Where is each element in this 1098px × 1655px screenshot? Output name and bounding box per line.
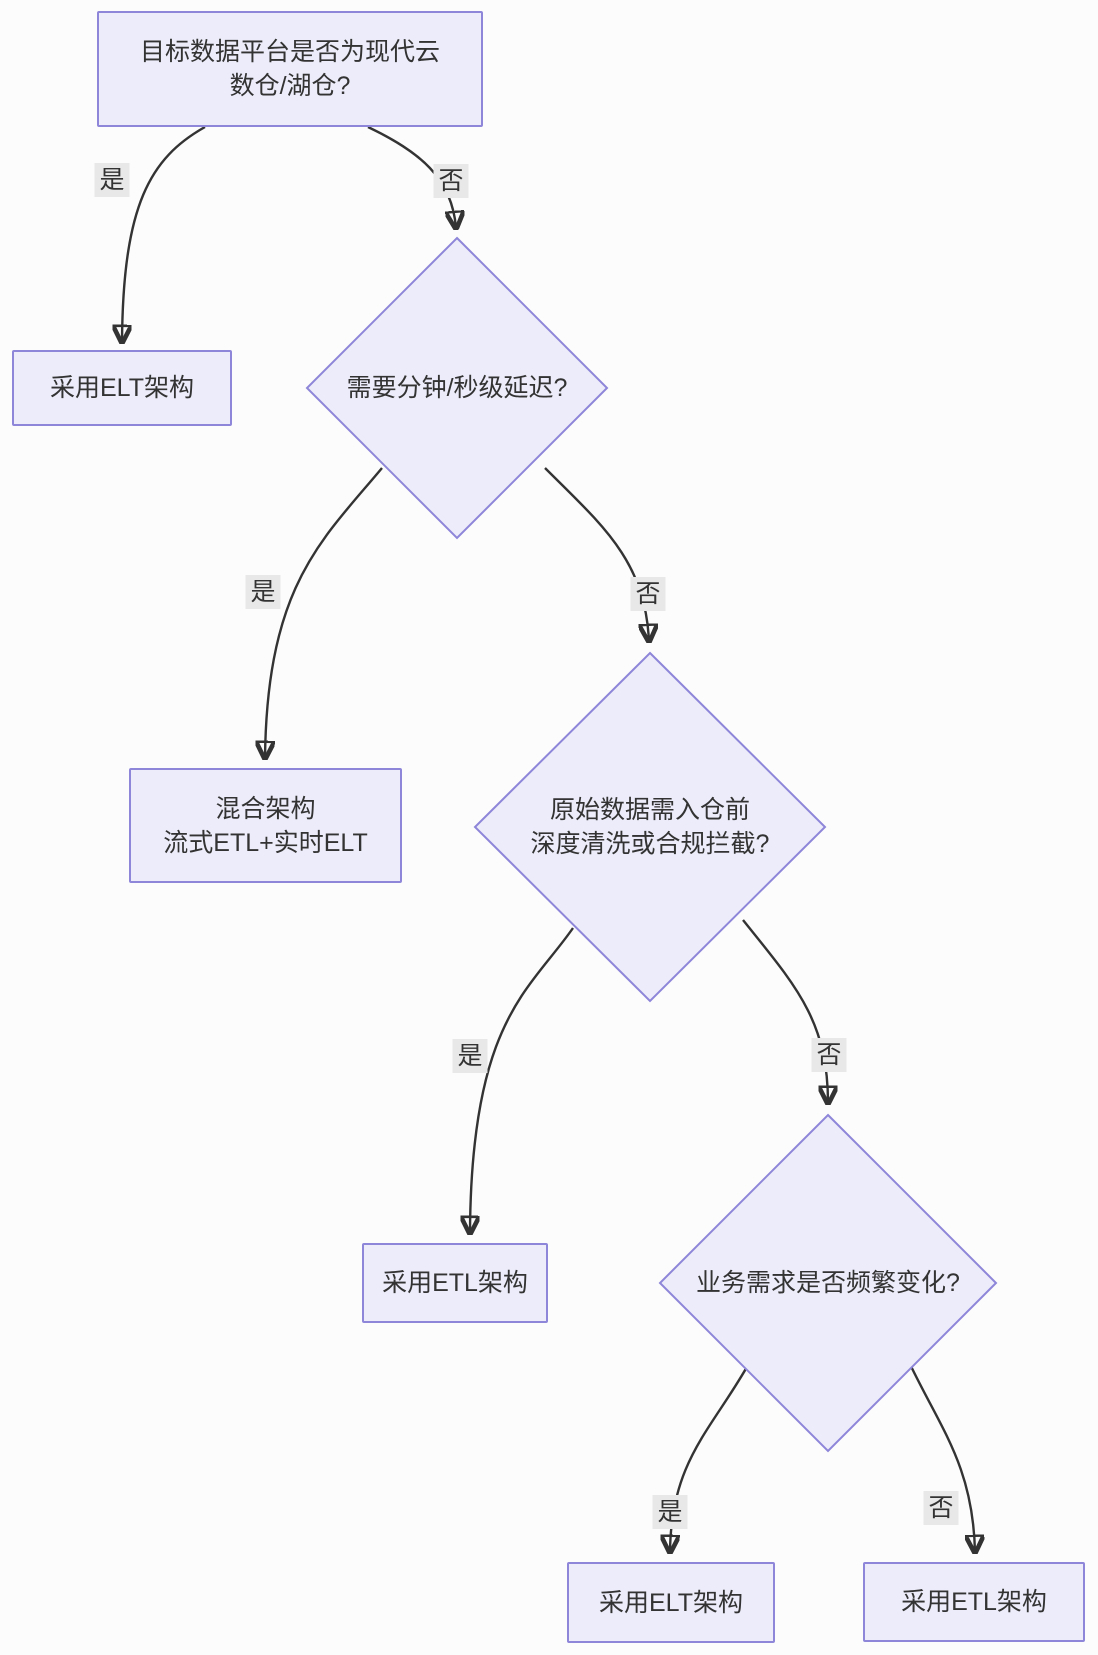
node-text-line: 原始数据需入仓前 (549, 796, 750, 824)
node-question-changing-needs: 业务需求是否频繁变化? (658, 1113, 998, 1453)
edge-label-yes: 是 (245, 575, 281, 609)
diamond-shape-icon (305, 236, 609, 540)
edge-label-no: 否 (630, 577, 666, 611)
edge-label-no: 否 (923, 1491, 959, 1525)
node-text-line: 需要分钟/秒级延迟? (346, 374, 568, 402)
node-text-line: 数仓/湖仓? (229, 72, 351, 100)
edge-c-e (544, 467, 649, 641)
node-text-line: 业务需求是否频繁变化? (696, 1269, 960, 1297)
edge-a-c (367, 125, 456, 228)
node-result-hybrid: 混合架构 流式ETL+实时ELT (129, 768, 402, 883)
edge-e-g (742, 919, 828, 1103)
node-text-line: 目标数据平台是否为现代云 (139, 38, 440, 66)
node-question-cleaning: 原始数据需入仓前 深度清洗或合规拦截? (473, 651, 827, 1003)
edge-label-no: 否 (811, 1038, 847, 1072)
diamond-shape-icon (473, 651, 827, 1003)
node-text-line: 采用ETL架构 (901, 1588, 1047, 1616)
node-text-line: 采用ELT架构 (599, 1588, 743, 1617)
edge-label-yes: 是 (652, 1495, 688, 1529)
node-question-platform: 目标数据平台是否为现代云 数仓/湖仓? (97, 11, 483, 127)
diamond-shape-icon (658, 1113, 998, 1453)
edge-e-f (470, 927, 574, 1233)
node-text-line: 深度清洗或合规拦截? (530, 830, 770, 858)
node-result-etl-2: 采用ETL架构 (863, 1562, 1085, 1642)
edge-label-yes: 是 (452, 1039, 488, 1073)
node-question-latency: 需要分钟/秒级延迟? (305, 236, 609, 540)
node-result-elt-1: 采用ELT架构 (12, 350, 232, 426)
edge-c-d (265, 467, 383, 758)
node-text-line: 采用ELT架构 (50, 374, 194, 402)
edge-a-b (122, 125, 206, 342)
edge-label-yes: 是 (94, 163, 130, 197)
node-text-line: 采用ETL架构 (382, 1269, 528, 1297)
node-result-etl-1: 采用ETL架构 (362, 1243, 548, 1323)
node-result-elt-2: 采用ELT架构 (567, 1562, 775, 1643)
node-text-line: 混合架构 (215, 794, 316, 823)
edge-g-i (906, 1359, 975, 1552)
node-text-line: 流式ETL+实时ELT (163, 828, 368, 857)
edge-label-no: 否 (433, 164, 469, 198)
